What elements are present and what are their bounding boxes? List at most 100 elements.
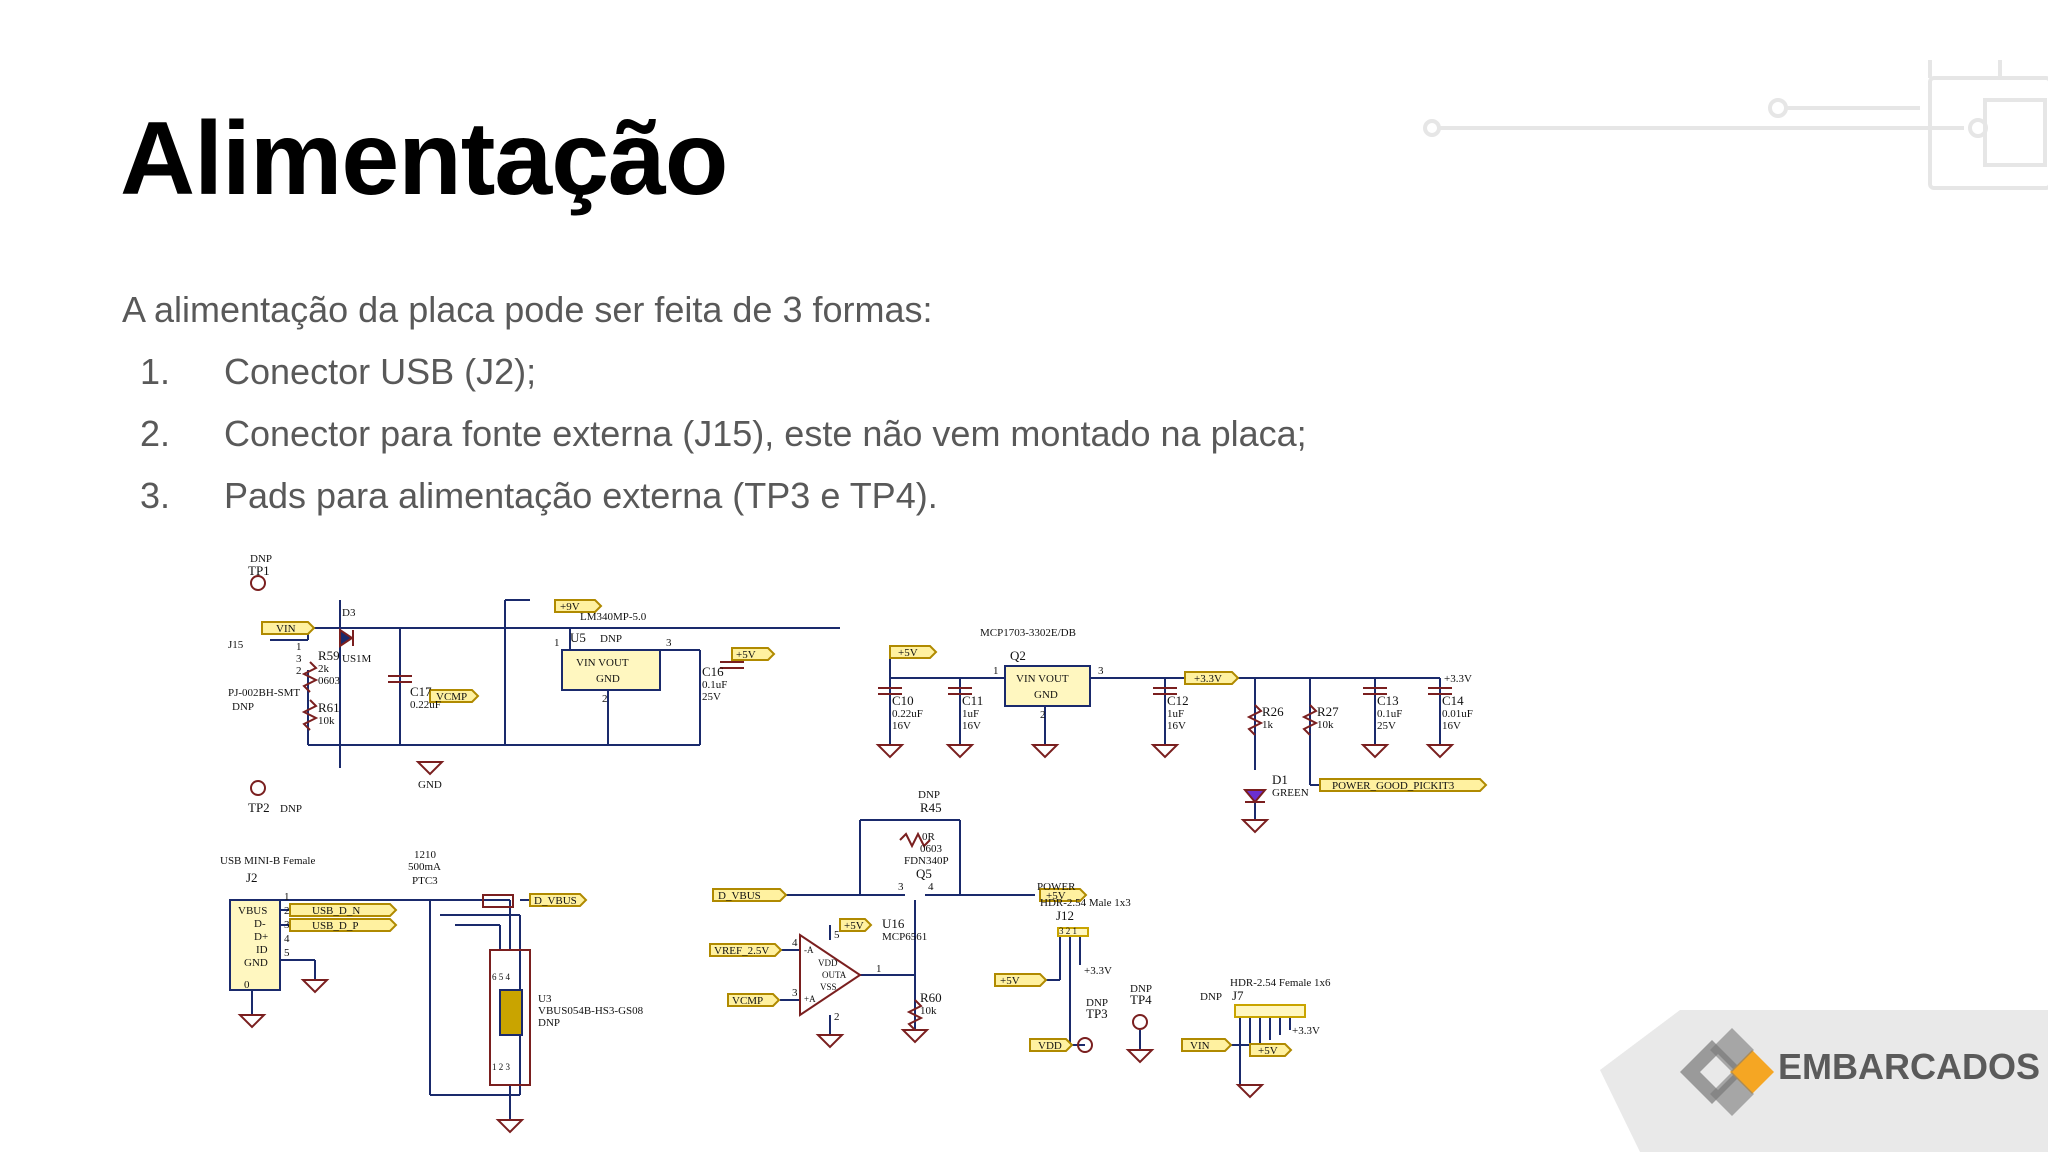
u3-pins-top: 6 5 4 [492, 972, 511, 982]
q5-pin3: 3 [898, 881, 904, 893]
u5-pin1: 1 [554, 637, 560, 649]
j2-label: J2 [246, 870, 258, 885]
u16-label: U16 [882, 916, 905, 931]
j2-pin1: 1 [284, 891, 290, 903]
u5-pin2: 2 [602, 693, 608, 705]
j2-pin0: 0 [244, 979, 250, 991]
u16-minus-a: -A [804, 945, 814, 955]
j7-label: J7 [1232, 988, 1244, 1003]
q2-pin3: 3 [1098, 665, 1104, 677]
c12-voltage: 16V [1167, 720, 1186, 732]
r59-label: R59 [318, 648, 340, 663]
u5-label: U5 [570, 630, 586, 645]
u5-part: LM340MP-5.0 [580, 611, 647, 623]
q5-label: Q5 [916, 866, 932, 881]
net-p33v-out: +3.3V [1444, 673, 1472, 685]
ptc-package: 1210 [414, 849, 437, 861]
q2-part: MCP1703-3302E/DB [980, 627, 1076, 639]
decorative-circuit-trace [1423, 60, 2048, 190]
list-item-text: Pads para alimentação externa (TP3 e TP4… [224, 475, 938, 516]
u16-pin1: 1 [876, 963, 882, 975]
embarcados-logo: EMBARCADOS [1600, 1010, 2048, 1152]
r27-label: R27 [1317, 704, 1339, 719]
list-item-text: Conector para fonte externa (J15), este … [224, 413, 1307, 454]
r26-value: 1k [1262, 719, 1274, 731]
net-p5v-b: +5V [898, 647, 918, 659]
net-p5v-d: +5V [844, 920, 864, 932]
list-item: 3. Pads para alimentação externa (TP3 e T… [122, 474, 1307, 536]
u16-part: MCP6561 [882, 931, 927, 943]
net-vdd: VDD [1038, 1040, 1062, 1052]
j12-label: J12 [1056, 908, 1074, 923]
j7-dnp: DNP [1200, 991, 1222, 1003]
logo-text: EMBARCADOS [1778, 1046, 2041, 1087]
net-d-vbus: D_VBUS [534, 895, 577, 907]
c11-value: 1uF [962, 708, 979, 720]
j2-title: USB MINI-B Female [220, 855, 315, 867]
r45-dnp: DNP [918, 789, 940, 801]
net-p9v: +9V [560, 601, 580, 613]
net-power-good: POWER_GOOD_PICKIT3 [1332, 780, 1455, 792]
u16-pin5: 5 [834, 929, 840, 941]
c16-voltage: 25V [702, 691, 721, 703]
q2-pin1: 1 [993, 665, 999, 677]
power-label: POWER [1037, 881, 1076, 893]
u3-label: U3 [538, 993, 552, 1005]
slide-title: Alimentação [120, 101, 728, 217]
r45-value: 0R [922, 831, 936, 843]
q2-label: Q2 [1010, 648, 1026, 663]
list-item-number: 3. [140, 475, 171, 516]
c16-label: C16 [702, 664, 724, 679]
power-schematic: DNP TP1 TP2 DNP J15 PJ-002BH-SMT DNP 1 3… [220, 553, 1488, 1133]
logo-background [1600, 1010, 2048, 1152]
c12-label: C12 [1167, 693, 1189, 708]
j7-part: HDR-2.54 Female 1x6 [1230, 977, 1331, 989]
net-p33v: +3.3V [1194, 673, 1222, 685]
c11-voltage: 16V [962, 720, 981, 732]
r45-label: R45 [920, 800, 942, 815]
r60-value: 10k [920, 1005, 937, 1017]
c14-label: C14 [1442, 693, 1464, 708]
list-item-number: 2. [140, 413, 171, 454]
c10-label: C10 [892, 693, 914, 708]
net-usb-dn: USB_D_N [312, 905, 360, 917]
net-vin-b: VIN [1190, 1040, 1210, 1052]
c14-value: 0.01uF [1442, 708, 1473, 720]
net-p33v-c: +3.3V [1292, 1025, 1320, 1037]
net-p33v-b: +3.3V [1084, 965, 1112, 977]
c12-value: 1uF [1167, 708, 1184, 720]
j15-pin2: 2 [296, 665, 302, 677]
j15-label: J15 [228, 639, 244, 651]
r61-value: 10k [318, 715, 335, 727]
c13-voltage: 25V [1377, 720, 1396, 732]
u16-plus-a: +A [804, 994, 816, 1004]
c16-value: 0.1uF [702, 679, 727, 691]
u16-pin3: 3 [792, 987, 798, 999]
c17-value: 0.22uF [410, 699, 441, 711]
list-item: 2. Conector para fonte externa (J15), est… [122, 412, 1307, 474]
j2-vbus: VBUS [238, 905, 267, 917]
c13-label: C13 [1377, 693, 1399, 708]
net-vcmp: VCMP [436, 691, 467, 703]
u16-vss: VSS [820, 982, 837, 992]
u3-pins-bottom: 1 2 3 [492, 1062, 511, 1072]
c13-value: 0.1uF [1377, 708, 1402, 720]
net-p5v-e: +5V [1000, 975, 1020, 987]
j12-part: HDR-2.54 Male 1x3 [1040, 897, 1131, 909]
tp2-dnp: DNP [280, 803, 302, 815]
j15-pin3: 3 [296, 653, 302, 665]
d1-value: GREEN [1272, 787, 1309, 799]
r27-value: 10k [1317, 719, 1334, 731]
gnd-label: GND [418, 779, 442, 791]
net-d-vbus-in: D_VBUS [718, 890, 761, 902]
ptc-label: PTC3 [412, 875, 438, 887]
d1-label: D1 [1272, 772, 1288, 787]
tp2-label: TP2 [248, 800, 270, 815]
power-options-list: 1.Conector USB (J2); 2.Conector para fon… [122, 350, 1307, 536]
list-item-number: 1. [140, 351, 171, 392]
c10-value: 0.22uF [892, 708, 923, 720]
u5-dnp: DNP [600, 633, 622, 645]
d3-part: US1M [342, 653, 372, 665]
c17-label: C17 [410, 684, 432, 699]
j2-pin4: 4 [284, 933, 290, 945]
